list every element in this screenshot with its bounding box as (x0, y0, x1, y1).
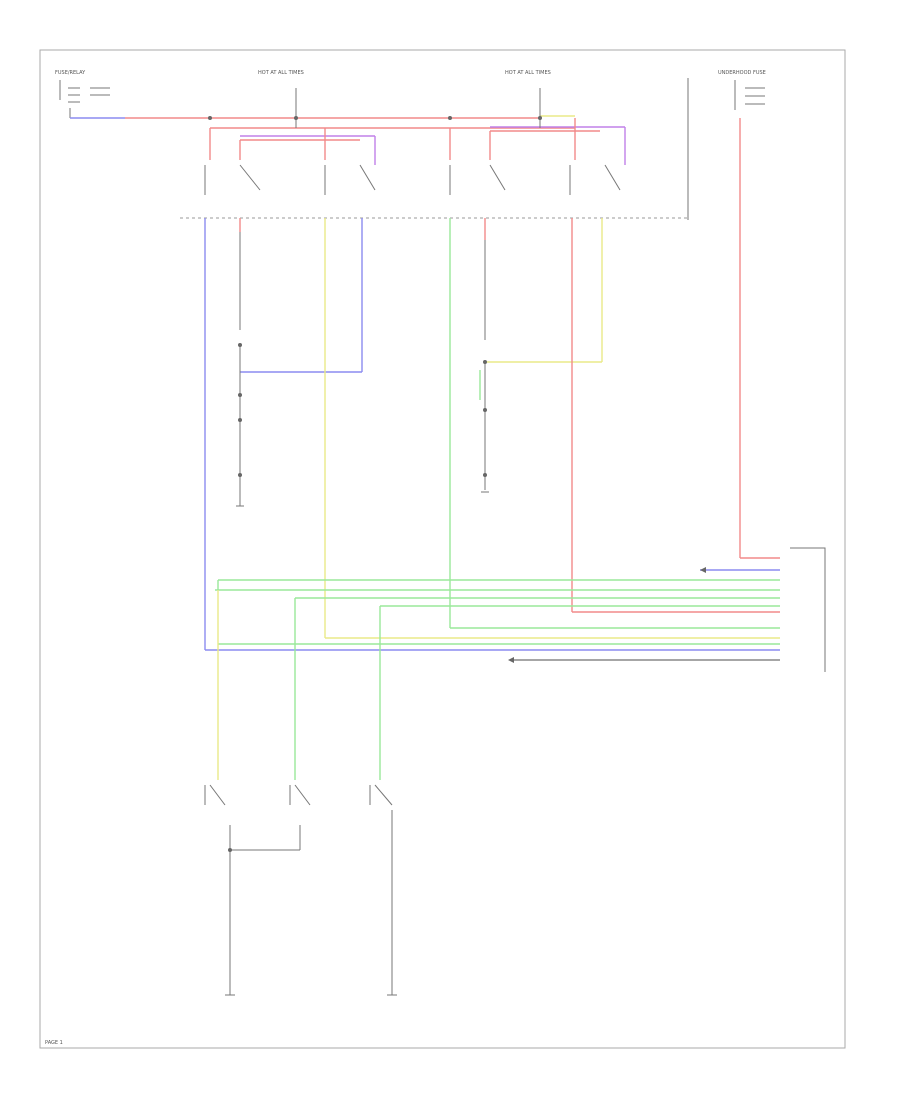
right-switch-group (449, 118, 626, 195)
diagram-frame (39, 49, 846, 1049)
label-hot-all-times-2: HOT AT ALL TIMES (505, 70, 551, 76)
left-switch-group (204, 128, 376, 195)
label-page-number: PAGE 1 (45, 1040, 63, 1046)
lower-switch-group (204, 784, 393, 851)
label-top-left-fuse: FUSE/RELAY (55, 70, 86, 76)
top-left-fuse-box (59, 80, 110, 118)
label-top-right-fuse: UNDERHOOD FUSE (718, 70, 766, 76)
module-bracket (790, 547, 826, 672)
top-right-fuse-box (734, 80, 765, 110)
label-hot-all-times-1: HOT AT ALL TIMES (258, 70, 304, 76)
